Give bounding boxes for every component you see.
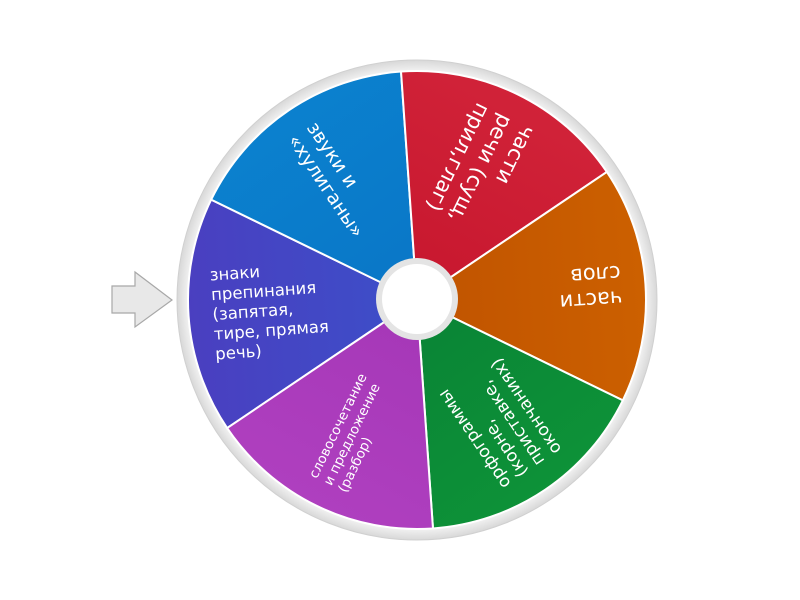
segment-label-line: слов [570,261,622,288]
segment-label-line: знаки [209,262,261,284]
wheel-segment [187,198,419,430]
pointer-arrow [111,270,174,329]
wheel-segment [399,70,609,302]
wheel-segment [415,298,625,530]
segment-label-line: части [559,286,623,314]
arrow-right-icon [111,270,174,329]
wheel-segment [225,298,435,530]
wheel-hub[interactable] [382,264,452,334]
wheel-segment [209,70,419,302]
wheel[interactable]: знакипрепинания(запятая,тире, прямаяречь… [176,59,658,541]
segment-label-line: речь) [215,341,263,363]
wheel-segment [415,170,647,402]
segment-label: частислов [557,261,623,314]
